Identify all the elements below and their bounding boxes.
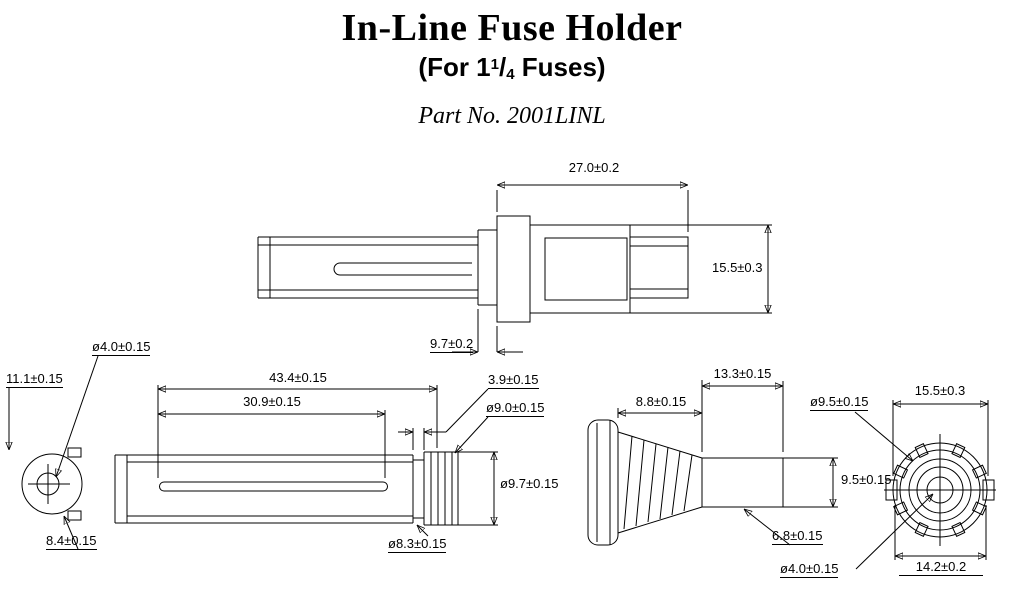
body-slot <box>159 481 388 492</box>
holder-body-inner <box>544 237 628 301</box>
ext-lines-155 <box>630 224 772 314</box>
dim-label-left-hole-d40: ø4.0±0.15 <box>92 339 151 356</box>
ext-lines-155c <box>892 400 989 476</box>
ext-lines-95 <box>783 457 838 508</box>
neck-outline <box>477 229 498 306</box>
left-end-outer-circle <box>21 453 83 515</box>
ext-lines-d97 <box>458 451 498 526</box>
left-end-crosshair <box>28 464 70 504</box>
left-end-tab-top <box>67 447 82 458</box>
cap-end-outline <box>587 419 619 546</box>
left-end-tab-bottom <box>67 510 82 521</box>
assembled-view-linework <box>257 185 772 352</box>
flange-outline <box>496 215 531 323</box>
body-view-linework <box>114 385 498 537</box>
dim-label-right-outer-155: 15.5±0.3 <box>914 383 966 398</box>
leader-hole-dia <box>56 355 99 477</box>
tail-tube-outline <box>701 457 784 508</box>
dim-label-height-155: 15.5±0.3 <box>712 260 763 275</box>
dim-label-tube-133: 13.3±0.15 <box>713 366 772 381</box>
fraction-numerator: 1 <box>490 56 499 73</box>
dim-label-body-434: 43.4±0.15 <box>269 370 327 385</box>
leader-d95 <box>854 411 913 461</box>
body-groove <box>412 455 424 523</box>
subtitle-prefix: (For 1 <box>418 52 491 82</box>
ext-lines-97 <box>477 309 498 352</box>
subtitle-suffix: Fuses) <box>514 52 606 82</box>
page-title: In-Line Fuse Holder <box>341 7 683 49</box>
left-end-view-linework <box>9 355 99 550</box>
dim-label-left-width-84: 8.4±0.15 <box>46 533 97 550</box>
dim-label-hex-68: 6.8±0.15 <box>772 528 823 545</box>
dim-label-slot-309: 30.9±0.15 <box>243 394 301 409</box>
ext-lines-27 <box>496 190 689 232</box>
ext-lines-434-309 <box>157 385 438 478</box>
dim-label-cap-97: 9.7±0.2 <box>430 336 474 353</box>
dim-label-ring-d95: ø9.5±0.15 <box>810 394 869 411</box>
body-cap-knurl <box>423 451 459 526</box>
part-number: Part No. 2001LINL <box>418 103 606 129</box>
cap-view-linework <box>587 380 933 570</box>
end-section-outline <box>630 236 689 299</box>
keyway-right <box>982 479 995 501</box>
dim-label-cap-d97: ø9.7±0.15 <box>500 476 559 491</box>
fraction-slash: / <box>498 52 507 82</box>
ext-lines-142 <box>894 505 987 560</box>
dim-label-length-27: 27.0±0.2 <box>568 160 620 175</box>
leader-68 <box>744 509 791 546</box>
castellation-teeth <box>893 443 987 537</box>
right-end-crosshair <box>884 434 996 546</box>
dim-label-hole-d40-right: ø4.0±0.15 <box>780 561 839 578</box>
tube-slot <box>333 262 472 276</box>
dim-label-tube-95: 9.5±0.15 <box>841 472 892 487</box>
dim-label-groove-39: 3.9±0.15 <box>488 372 539 389</box>
leader-39 <box>445 388 489 433</box>
boot-ribs <box>623 435 693 530</box>
dim-label-left-height-111: 11.1±0.15 <box>6 371 63 388</box>
body-outline <box>114 454 413 524</box>
fuse-tube-outline <box>257 236 478 299</box>
dim-label-right-body-142: 14.2±0.2 <box>899 559 983 576</box>
fraction-denominator: 4 <box>506 66 515 83</box>
dim-label-groove-d83: ø8.3±0.15 <box>388 536 447 553</box>
ext-lines-88 <box>617 380 703 452</box>
leader-width <box>63 516 79 550</box>
right-end-view-linework <box>884 400 996 560</box>
holder-body-outline <box>529 224 631 314</box>
dim-label-body-d90: ø9.0±0.15 <box>486 400 545 417</box>
leader-d90 <box>455 416 489 453</box>
ext-lines-39 <box>412 428 425 450</box>
leader-d83 <box>417 525 429 537</box>
keyway-left <box>885 479 898 501</box>
page-subtitle: (For 11/4 Fuses) <box>0 52 1024 83</box>
dim-label-boot-88: 8.8±0.15 <box>635 394 687 409</box>
